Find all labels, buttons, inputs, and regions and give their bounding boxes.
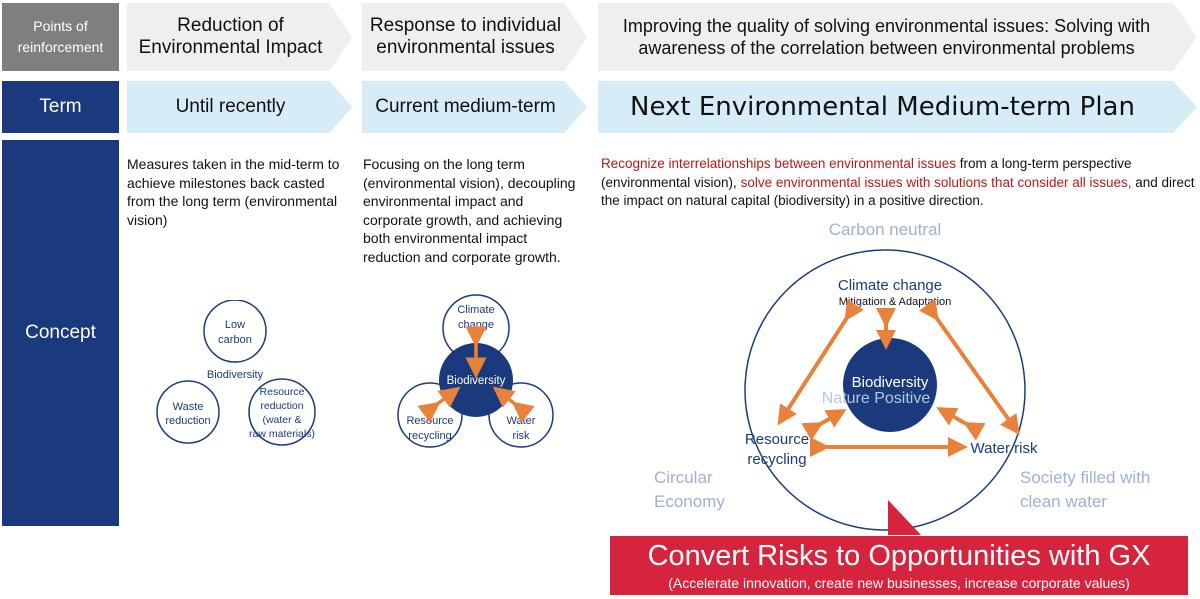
label-biodiversity-2: Biodiversity: [447, 375, 506, 387]
concept-text-col3: Recognize interrelationships between env…: [601, 155, 1197, 211]
points-of-reinforcement-label: Points of reinforcement: [2, 3, 119, 71]
term-col3: Next Environmental Medium-term Plan: [598, 81, 1197, 133]
banner-subtitle: (Accelerate innovation, create new busin…: [668, 575, 1130, 591]
label-nature-positive: Nature Positive: [822, 390, 931, 407]
circle-low-carbon: [203, 300, 267, 363]
concept-black-1: from a long-term perspective (environmen…: [601, 156, 1132, 190]
term-label: Term: [2, 81, 119, 133]
label-biodiversity-3: Biodiversity: [852, 374, 929, 391]
point-col1: Reduction of Environmental Impact: [127, 3, 352, 71]
arrow-water-bio: [936, 407, 986, 441]
point-col2: Response to individual environmental iss…: [362, 3, 587, 71]
point-col3: Improving the quality of solving environ…: [598, 3, 1197, 71]
arrow-climate-water: [919, 299, 1020, 436]
circle-biodiversity-3: [843, 338, 937, 432]
diagram-interrelation: Carbon neutral Climate change Mitigation…: [654, 220, 1150, 535]
banner-title: Convert Risks to Opportunities with GX: [647, 540, 1151, 572]
circle-resource: [248, 378, 316, 446]
arrow-recycling-bio: [801, 409, 847, 441]
circle-waste: [156, 380, 220, 444]
concept-red-2: solve environmental issues with solution…: [740, 174, 1132, 190]
label-biodiversity-1: Biodiversity: [207, 369, 264, 381]
concept-label: Concept: [2, 140, 119, 526]
arrow-water-bio: [492, 386, 535, 423]
concept-text-col2: Focusing on the long term (environmental…: [363, 156, 576, 265]
label-climate-3: Climate change: [838, 277, 942, 294]
concept-text-col1: Measures taken in the mid-term to achiev…: [127, 156, 340, 228]
concept-black-2: and direct the impact on natural capital…: [601, 174, 1195, 209]
label-carbon-neutral: Carbon neutral: [829, 220, 941, 239]
label-water-3: Water risk: [971, 440, 1038, 457]
label-mitigation: Mitigation & Adaptation: [839, 296, 952, 308]
arrow-climate-recycling: [777, 299, 864, 426]
concept-red-1: Recognize interrelationships between env…: [601, 156, 956, 171]
convert-risks-banner: Convert Risks to Opportunities with GX (…: [610, 536, 1188, 595]
arrow-recycling-bio: [417, 386, 461, 423]
term-col2: Current medium-term: [362, 81, 587, 133]
term-col1: Until recently: [127, 81, 352, 133]
